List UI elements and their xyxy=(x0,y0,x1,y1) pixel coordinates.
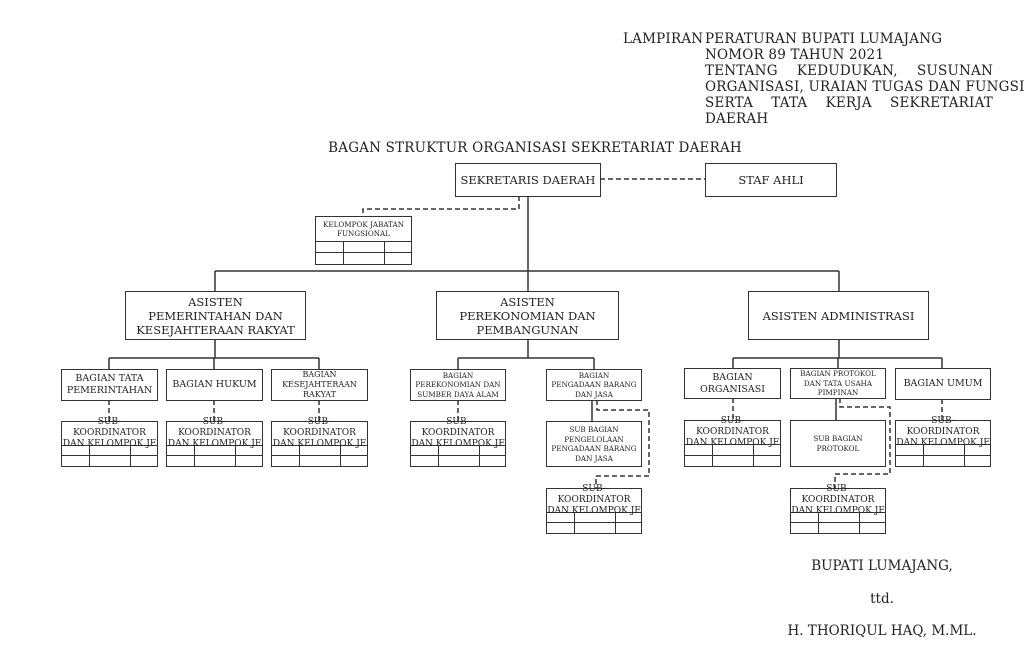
kelompok-jabatan-fungsional-box: KELOMPOK JABATAN FUNGSIONAL xyxy=(315,216,412,265)
bagian-pengadaan-barang-box: BAGIAN PENGADAAN BARANG DAN JASA xyxy=(546,369,642,401)
box-label: SEKRETARIS DAERAH xyxy=(460,173,596,187)
box-label: SUB-KOORDINATOR DAN KELOMPOK JF xyxy=(791,484,885,516)
sekretaris-daerah-box: SEKRETARIS DAERAH xyxy=(455,163,601,197)
table-row xyxy=(896,456,990,466)
table-row xyxy=(167,456,262,466)
regulation-header: PERATURAN BUPATI LUMAJANG NOMOR 89 TAHUN… xyxy=(705,31,1024,127)
box-label: ASISTEN ADMINISTRASI xyxy=(762,308,915,323)
sub-koordinator-box: SUB-KOORDINATOR DAN KELOMPOK JF xyxy=(684,416,781,467)
asisten-administrasi-box: ASISTEN ADMINISTRASI xyxy=(748,291,929,340)
staf-ahli-box: STAF AHLI xyxy=(705,163,837,197)
header-line: TENTANG KEDUDUKAN, SUSUNAN xyxy=(705,63,993,79)
signature-name: H. THORIQUL HAQ, M.ML. xyxy=(787,623,977,639)
table-row xyxy=(316,242,411,253)
table-row xyxy=(272,446,367,456)
table-row xyxy=(62,456,157,466)
table-row xyxy=(791,513,885,523)
asisten-perekonomian-box: ASISTEN PEREKONOMIAN DAN PEMBANGUNAN xyxy=(436,291,619,340)
sub-koordinator-box: SUB-KOORDINATOR DAN KELOMPOK JF xyxy=(790,484,886,534)
box-label: STAF AHLI xyxy=(738,173,804,187)
box-label: ASISTEN PEREKONOMIAN DAN PEMBANGUNAN xyxy=(459,294,596,337)
box-label: BAGIAN HUKUM xyxy=(172,379,257,390)
box-label: KELOMPOK JABATAN FUNGSIONAL xyxy=(316,217,411,242)
box-label: SUB BAGIAN PENGELOLAAN PENGADAAN BARANG … xyxy=(551,425,637,463)
signature-title: BUPATI LUMAJANG, xyxy=(811,558,953,574)
header-line: ORGANISASI, URAIAN TUGAS DAN FUNGSI xyxy=(705,79,1024,95)
header-line: PERATURAN BUPATI LUMAJANG xyxy=(705,31,943,47)
dashed-connector xyxy=(595,400,650,488)
table-row xyxy=(685,445,780,456)
box-label: ASISTEN PEMERINTAHAN DAN KESEJAHTERAAN R… xyxy=(136,294,295,337)
box-label: BAGIAN UMUM xyxy=(903,378,983,389)
box-label: SUB-KOORDINATOR DAN KELOMPOK JF xyxy=(411,417,505,449)
sub-bagian-protokol-box: SUB BAGIAN PROTOKOL xyxy=(790,420,886,467)
table-row xyxy=(791,523,885,533)
table-row xyxy=(411,446,505,456)
table-row xyxy=(547,513,641,523)
chart-title: BAGAN STRUKTUR ORGANISASI SEKRETARIAT DA… xyxy=(328,140,742,156)
header-line: NOMOR 89 TAHUN 2021 xyxy=(705,47,885,63)
table-row xyxy=(167,446,262,456)
signature-ttd: ttd. xyxy=(870,591,894,607)
lampiran-label: LAMPIRAN xyxy=(623,31,704,47)
box-label: SUB-KOORDINATOR DAN KELOMPOK JF xyxy=(896,416,990,448)
table-row xyxy=(685,456,780,466)
box-label: SUB-KOORDINATOR DAN KELOMPOK JF xyxy=(167,417,262,449)
bagian-protokol-box: BAGIAN PROTOKOL DAN TATA USAHA PIMPINAN xyxy=(790,368,886,399)
box-label: BAGIAN PEREKONOMIAN DAN SUMBER DAYA ALAM xyxy=(415,370,501,399)
sub-bagian-pengelolaan-box: SUB BAGIAN PENGELOLAAN PENGADAAN BARANG … xyxy=(546,421,642,467)
sub-koordinator-box: SUB-KOORDINATOR DAN KELOMPOK JF xyxy=(410,417,506,467)
box-label: BAGIAN PROTOKOL DAN TATA USAHA PIMPINAN xyxy=(800,369,876,398)
box-label: SUB-KOORDINATOR DAN KELOMPOK JF xyxy=(547,484,641,516)
box-label: SUB-KOORDINATOR DAN KELOMPOK JF xyxy=(62,417,157,449)
bagian-perekonomian-box: BAGIAN PEREKONOMIAN DAN SUMBER DAYA ALAM xyxy=(410,369,506,401)
sub-koordinator-box: SUB-KOORDINATOR DAN KELOMPOK JF xyxy=(61,417,158,467)
bagian-organisasi-box: BAGIAN ORGANISASI xyxy=(684,368,781,399)
sub-koordinator-box: SUB-KOORDINATOR DAN KELOMPOK JF xyxy=(546,484,642,534)
table-row xyxy=(547,523,641,533)
header-line: DAERAH xyxy=(705,111,769,127)
bagian-umum-box: BAGIAN UMUM xyxy=(895,368,991,400)
box-label: BAGIAN PENGADAAN BARANG DAN JASA xyxy=(551,370,637,399)
box-label: SUB BAGIAN PROTOKOL xyxy=(813,434,863,453)
bagian-hukum-box: BAGIAN HUKUM xyxy=(166,369,263,401)
bagian-tata-pemerintahan-box: BAGIAN TATA PEMERINTAHAN xyxy=(61,369,158,401)
table-row xyxy=(62,446,157,456)
asisten-pemerintahan-box: ASISTEN PEMERINTAHAN DAN KESEJAHTERAAN R… xyxy=(125,291,306,340)
sub-koordinator-box: SUB-KOORDINATOR DAN KELOMPOK JF xyxy=(895,416,991,467)
box-label: BAGIAN TATA PEMERINTAHAN xyxy=(66,373,153,396)
sub-koordinator-box: SUB-KOORDINATOR DAN KELOMPOK JF xyxy=(271,417,368,467)
box-label: BAGIAN KESEJAHTERAAN RAKYAT xyxy=(282,370,357,399)
box-label: SUB-KOORDINATOR DAN KELOMPOK JF xyxy=(272,417,367,449)
table-row xyxy=(316,253,411,264)
box-label: BAGIAN ORGANISASI xyxy=(699,371,766,395)
table-row xyxy=(272,456,367,466)
sub-koordinator-box: SUB-KOORDINATOR DAN KELOMPOK JF xyxy=(166,417,263,467)
bagian-kesejahteraan-rakyat-box: BAGIAN KESEJAHTERAAN RAKYAT xyxy=(271,369,368,401)
dashed-connector xyxy=(362,196,520,216)
table-row xyxy=(896,445,990,456)
dashed-connector xyxy=(834,398,891,488)
box-label: SUB-KOORDINATOR DAN KELOMPOK JF xyxy=(685,416,780,448)
header-line: SERTA TATA KERJA SEKRETARIAT xyxy=(705,95,993,111)
table-row xyxy=(411,456,505,466)
